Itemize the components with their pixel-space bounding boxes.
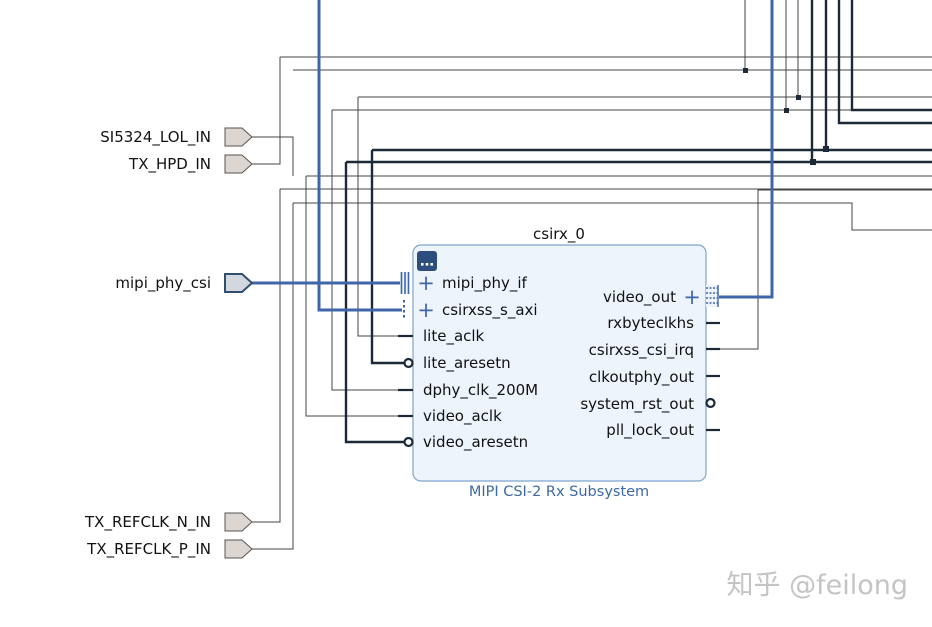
- expand-plus-icon[interactable]: +: [417, 271, 435, 295]
- port-si5324-lol-in[interactable]: SI5324_LOL_IN: [100, 127, 253, 147]
- pin-label: rxbyteclkhs: [607, 314, 694, 332]
- port-label: mipi_phy_csi: [115, 274, 211, 293]
- bus-nets: [252, 0, 774, 312]
- bus-connector-icon: [706, 285, 719, 307]
- pin-dphy-clk-200m[interactable]: dphy_clk_200M: [398, 381, 538, 400]
- ip-block-badge-icon[interactable]: [417, 251, 437, 271]
- port-label: TX_REFCLK_N_IN: [84, 513, 211, 532]
- port-tx-refclk-n-in[interactable]: TX_REFCLK_N_IN: [84, 512, 253, 532]
- pin-label: video_out: [603, 288, 676, 307]
- pin-video-aclk[interactable]: video_aclk: [398, 407, 502, 426]
- pin-label: csirxss_csi_irq: [589, 341, 694, 360]
- pin-clkoutphy-out[interactable]: clkoutphy_out: [589, 368, 720, 387]
- port-label: TX_HPD_IN: [128, 155, 211, 174]
- expand-plus-icon[interactable]: +: [683, 285, 701, 309]
- expand-plus-icon[interactable]: +: [417, 298, 435, 322]
- pin-label: lite_aresetn: [423, 354, 511, 373]
- pin-system-rst-out[interactable]: system_rst_out: [580, 395, 716, 414]
- port-mipi-phy-csi[interactable]: mipi_phy_csi: [115, 273, 254, 293]
- pin-label: system_rst_out: [580, 395, 694, 414]
- ip-type-label: MIPI CSI-2 Rx Subsystem: [469, 484, 649, 500]
- pin-mipi-phy-if[interactable]: + mipi_phy_if: [400, 271, 528, 295]
- pin-lite-aclk[interactable]: lite_aclk: [398, 327, 485, 346]
- port-tx-hpd-in[interactable]: TX_HPD_IN: [128, 154, 253, 174]
- pin-lite-aresetn[interactable]: lite_aresetn: [403, 354, 511, 373]
- csirx-ip-block[interactable]: csirx_0 MIPI CSI-2 Rx Subsystem + mipi_p…: [398, 225, 720, 500]
- pin-csirxss-csi-irq[interactable]: csirxss_csi_irq: [589, 341, 720, 360]
- active-low-bubble-icon: [403, 357, 414, 369]
- pin-label: video_aclk: [423, 407, 502, 426]
- pin-video-out[interactable]: video_out +: [603, 285, 719, 309]
- thin-nets: [252, 0, 932, 550]
- port-label: TX_REFCLK_P_IN: [86, 540, 211, 559]
- pin-label: clkoutphy_out: [589, 368, 694, 387]
- pin-label: video_aresetn: [423, 433, 528, 452]
- pin-label: pll_lock_out: [606, 421, 694, 440]
- port-tx-refclk-p-in[interactable]: TX_REFCLK_P_IN: [86, 539, 253, 559]
- pin-label: lite_aclk: [423, 327, 485, 346]
- active-low-bubble-icon: [705, 397, 716, 409]
- pin-csirxss-s-axi[interactable]: + csirxss_s_axi: [403, 298, 538, 322]
- pin-label: mipi_phy_if: [442, 274, 528, 293]
- pin-rxbyteclkhs[interactable]: rxbyteclkhs: [607, 314, 720, 332]
- pin-label: csirxss_s_axi: [442, 301, 538, 320]
- watermark-text: 知乎 @feilong: [727, 570, 908, 601]
- thick-nets: [344, 0, 932, 444]
- pin-pll-lock-out[interactable]: pll_lock_out: [606, 421, 720, 440]
- external-ports: SI5324_LOL_IN TX_HPD_IN mipi_phy_csi TX_…: [84, 127, 254, 559]
- pin-video-aresetn[interactable]: video_aresetn: [403, 433, 529, 452]
- pin-label: dphy_clk_200M: [423, 381, 538, 400]
- instance-name: csirx_0: [533, 225, 585, 244]
- port-label: SI5324_LOL_IN: [100, 128, 211, 147]
- active-low-bubble-icon: [403, 436, 414, 448]
